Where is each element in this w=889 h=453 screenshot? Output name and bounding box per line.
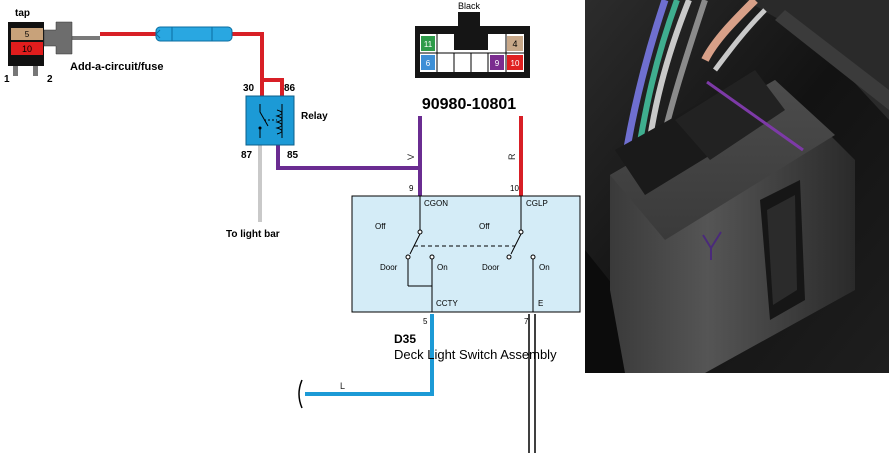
switch-right-off: Off <box>479 222 490 231</box>
switch-left-door: Door <box>380 263 398 272</box>
cavity-10 <box>507 55 523 70</box>
relay-pin-85: 85 <box>287 150 299 161</box>
switch-term-cgon: CGON <box>424 199 448 208</box>
connector-photo <box>585 0 889 373</box>
cavity-9 <box>490 55 504 70</box>
switch-right-door: Door <box>482 263 500 272</box>
fuse-bottom-slot <box>11 42 43 55</box>
wire-label-v: V <box>406 154 416 160</box>
wire-red-to-relay <box>230 32 264 80</box>
switch-pin-5: 5 <box>423 317 428 326</box>
cavity-9-num: 9 <box>495 59 500 68</box>
fuse-tap-caption: Add-a-circuit/fuse <box>70 61 164 73</box>
relay-pin-87: 87 <box>241 150 253 161</box>
relay-pin-86: 86 <box>284 83 296 94</box>
relay-output-label: To light bar <box>226 229 280 240</box>
switch-left-off: Off <box>375 222 386 231</box>
cavity-10-num: 10 <box>511 59 520 68</box>
connector-color-label: Black <box>458 1 481 11</box>
wire-label-r: R <box>507 153 517 160</box>
fuse-pin-2: 2 <box>47 74 53 85</box>
wire-label-l: L <box>340 381 345 391</box>
switch-pin-7: 7 <box>524 317 529 326</box>
switch-box <box>351 195 581 313</box>
wire-break-mark <box>298 379 303 409</box>
fuse-top-value: 5 <box>25 30 30 39</box>
deck-light-switch: 9 10 CGON CGLP Off Door On <box>351 184 581 362</box>
cavity-11-num: 11 <box>424 40 433 49</box>
switch-pin-9: 9 <box>409 184 414 193</box>
fuse-blade-right <box>33 66 38 76</box>
switch-ref: D35 <box>394 332 416 346</box>
relay-pin-30: 30 <box>243 83 255 94</box>
cavity-6 <box>421 55 435 70</box>
cavity-4-num: 4 <box>512 39 517 49</box>
switch-left-contacts <box>405 196 435 312</box>
relay-label: Relay <box>301 111 328 122</box>
switch-left-on: On <box>437 263 448 272</box>
fuse-top-slot <box>11 28 43 40</box>
connector-part-number: 90980-10801 <box>422 96 516 113</box>
wire-red-86 <box>262 78 284 96</box>
fuse-pin-1: 1 <box>4 74 10 85</box>
cavity-6-num: 6 <box>426 59 431 68</box>
fuse-tap-lead <box>43 21 73 55</box>
relay: 30 86 Relay 87 85 To light bar <box>226 83 328 240</box>
switch-right-on: On <box>539 263 550 272</box>
inline-fuse-holder <box>155 26 233 42</box>
fuse-bottom-value: 10 <box>22 44 32 54</box>
wire-blue-l <box>305 314 434 396</box>
switch-pin-10: 10 <box>510 184 519 193</box>
wire-purple-85 <box>276 145 422 196</box>
fuse-blade-left <box>13 66 18 76</box>
wire-ground-e <box>528 314 536 453</box>
cavity-11 <box>421 36 435 51</box>
switch-term-e: E <box>538 299 543 308</box>
switch-name: Deck Light Switch Assembly <box>394 347 557 362</box>
cavity-4 <box>507 36 523 51</box>
fuse-tap-label: tap <box>15 8 30 19</box>
relay-body <box>245 95 295 146</box>
switch-right-contacts <box>506 196 536 312</box>
fuse-tap: tap 5 10 1 2 Add-a-circuit/fuse <box>4 8 164 85</box>
switch-term-cglp: CGLP <box>526 199 548 208</box>
switch-term-ccty: CCTY <box>436 299 458 308</box>
connector: Black 11 4 6 9 10 90980-10801 <box>415 1 530 113</box>
